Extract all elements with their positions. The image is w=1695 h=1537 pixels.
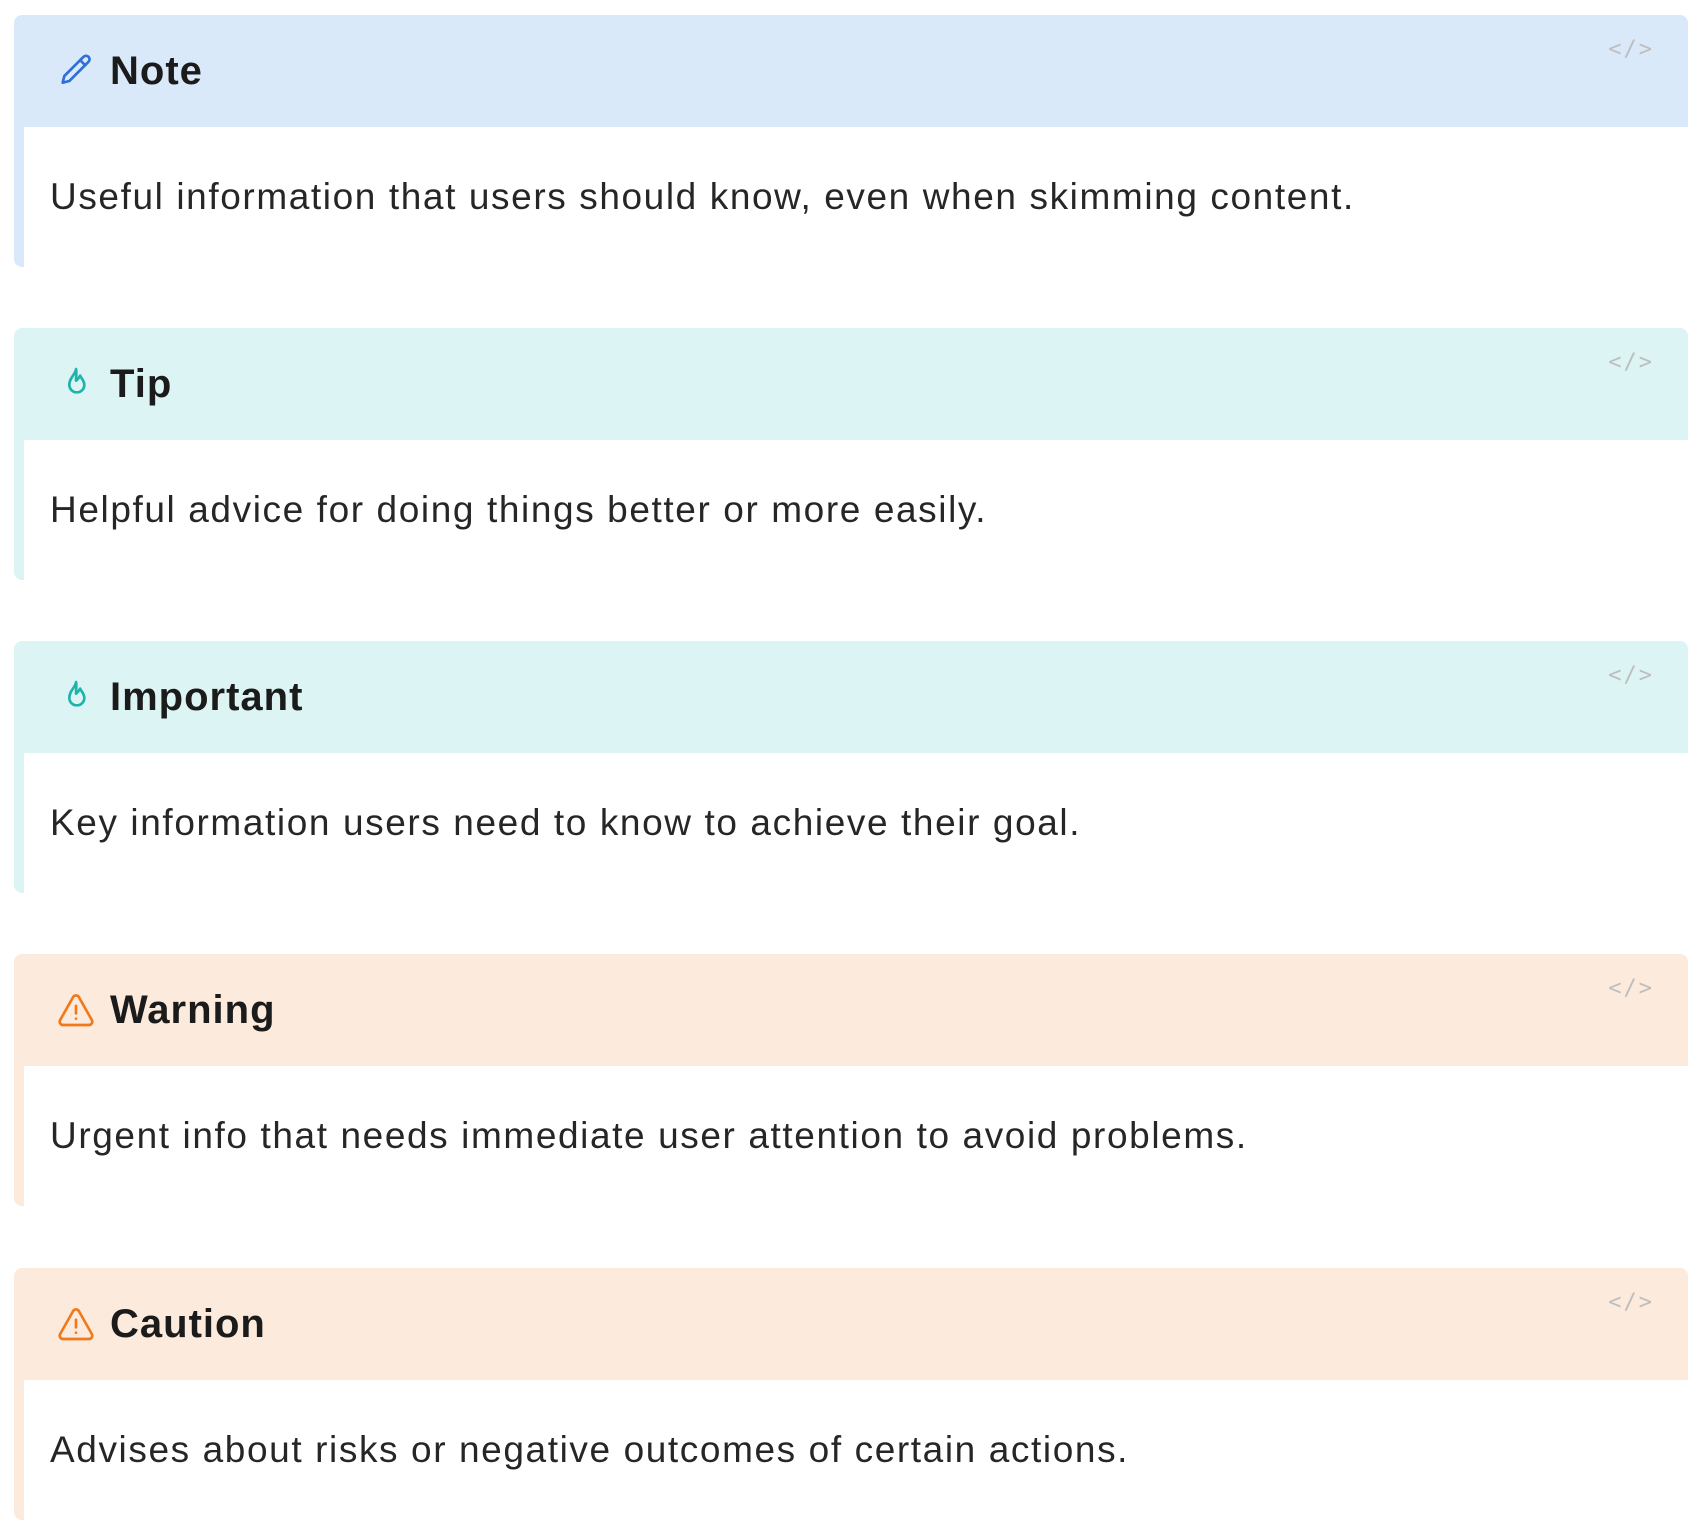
callout-warning: Warning </> Urgent info that needs immed… xyxy=(14,954,1688,1206)
callout-tip-header: Tip xyxy=(14,328,1688,440)
callout-important-text: Key information users need to know to ac… xyxy=(50,802,1082,843)
callout-caution: Caution </> Advises about risks or negat… xyxy=(14,1268,1688,1520)
callout-important: Important </> Key information users need… xyxy=(14,641,1688,893)
callout-warning-text: Urgent info that needs immediate user at… xyxy=(50,1115,1248,1156)
callout-note-title: Note xyxy=(110,48,203,93)
callout-tip: Tip </> Helpful advice for doing things … xyxy=(14,328,1688,580)
code-icon[interactable]: </> xyxy=(1608,976,1654,1001)
callout-caution-body: Advises about risks or negative outcomes… xyxy=(24,1380,1688,1520)
warning-triangle-icon xyxy=(56,990,96,1030)
warning-triangle-icon xyxy=(56,1304,96,1344)
callout-important-header: Important xyxy=(14,641,1688,753)
callout-caution-title: Caution xyxy=(110,1301,266,1346)
callout-warning-header: Warning xyxy=(14,954,1688,1066)
callout-important-body: Key information users need to know to ac… xyxy=(24,753,1688,893)
flame-icon xyxy=(56,364,96,404)
callout-caution-header: Caution xyxy=(14,1268,1688,1380)
code-icon[interactable]: </> xyxy=(1608,1290,1654,1315)
callout-caution-text: Advises about risks or negative outcomes… xyxy=(50,1429,1130,1470)
callout-important-title: Important xyxy=(110,674,304,719)
code-icon[interactable]: </> xyxy=(1608,663,1654,688)
callout-note-header: Note xyxy=(14,15,1688,127)
flame-icon xyxy=(56,677,96,717)
callout-note-body: Useful information that users should kno… xyxy=(24,127,1688,267)
callout-tip-text: Helpful advice for doing things better o… xyxy=(50,489,988,530)
code-icon[interactable]: </> xyxy=(1608,350,1654,375)
callout-tip-body: Helpful advice for doing things better o… xyxy=(24,440,1688,580)
callout-note: Note </> Useful information that users s… xyxy=(14,15,1688,267)
code-icon[interactable]: </> xyxy=(1608,37,1654,62)
callout-tip-title: Tip xyxy=(110,361,173,406)
callout-warning-body: Urgent info that needs immediate user at… xyxy=(24,1066,1688,1206)
pencil-icon xyxy=(56,51,96,91)
callout-warning-title: Warning xyxy=(110,987,276,1032)
callout-note-text: Useful information that users should kno… xyxy=(50,176,1355,217)
